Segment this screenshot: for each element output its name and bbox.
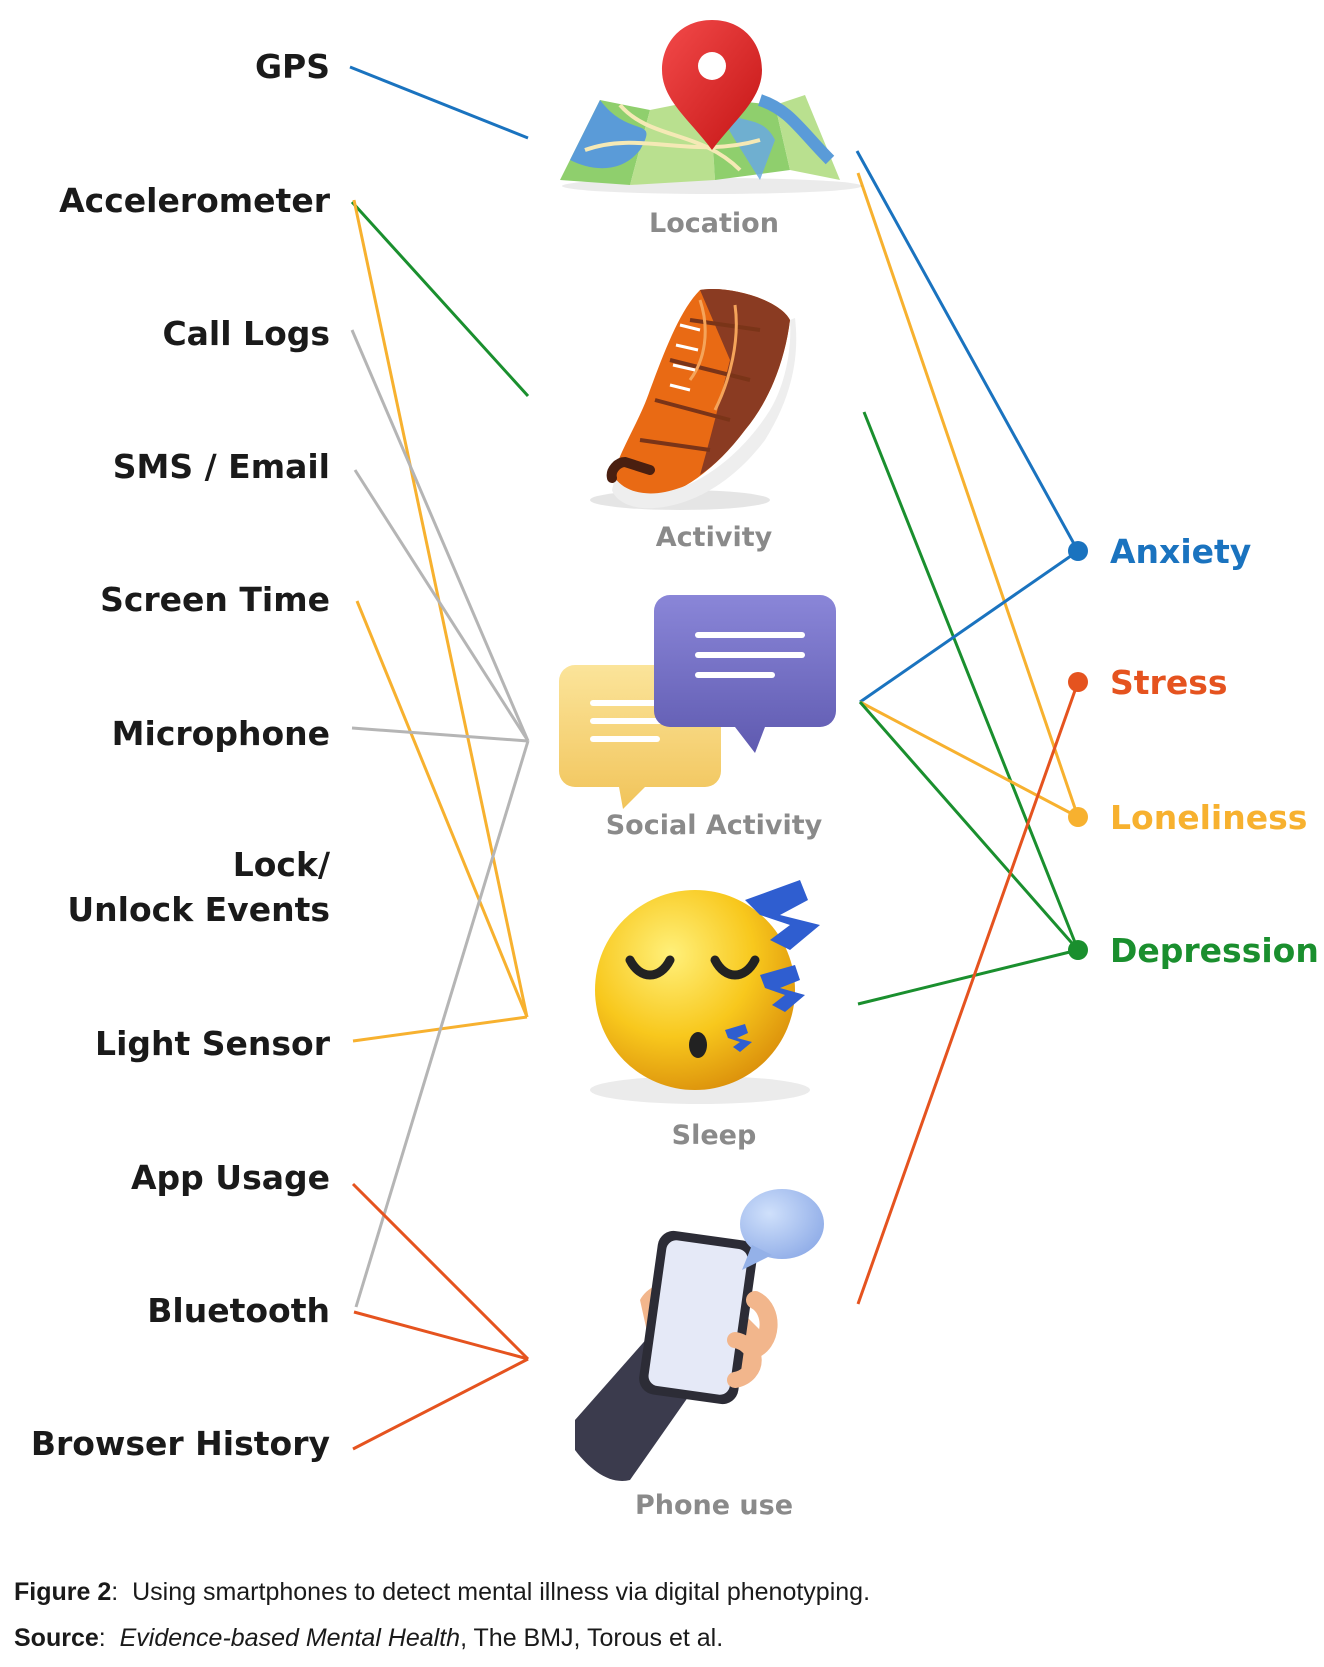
edge-accelerometer-activity (350, 200, 530, 398)
sensor-screen-time: Screen Time (100, 580, 330, 619)
figure-text: Using smartphones to detect mental illne… (132, 1578, 871, 1606)
edge-calllogs-social (350, 329, 530, 742)
running-shoe-icon (590, 289, 797, 510)
connector-lines (349, 65, 1080, 1451)
edge-activity-depression (862, 411, 1080, 951)
edge-screentime-sleep (355, 600, 529, 1018)
source-title: Evidence-based Mental Health (119, 1624, 461, 1652)
sleeping-face-icon (590, 880, 820, 1104)
sensor-microphone: Microphone (111, 714, 330, 753)
edge-location-loneliness (856, 172, 1080, 818)
edge-social-depression (858, 701, 1080, 951)
sensor-browser-history: Browser History (30, 1424, 330, 1463)
edge-appusage-phone (351, 1182, 530, 1361)
chat-bubbles-icon (559, 595, 836, 809)
sensor-light-sensor: Light Sensor (95, 1024, 330, 1063)
feature-label-location: Location (649, 208, 779, 239)
edge-microphone-social (351, 726, 529, 743)
stress-node (1068, 672, 1088, 692)
sensor-call-logs: Call Logs (162, 314, 330, 353)
edge-bluetooth-phone (353, 1310, 529, 1361)
map-pin-icon (560, 20, 862, 194)
figure-caption: Figure 2: Using smartphones to detect me… (14, 1578, 871, 1606)
hand-phone-icon (575, 1189, 824, 1481)
sensor-gps: GPS (254, 47, 330, 86)
feature-label-social: Social Activity (605, 810, 823, 841)
loneliness-node (1068, 807, 1088, 827)
sensor-sms-email: SMS / Email (112, 447, 330, 486)
source-caption: Source: Evidence-based Mental Health, Th… (14, 1624, 724, 1652)
feature-label-sleep: Sleep (671, 1120, 757, 1151)
source-label: Source (14, 1624, 99, 1652)
edge-location-anxiety (855, 150, 1080, 552)
edge-social-anxiety (859, 549, 1079, 704)
condition-stress: Stress (1110, 663, 1228, 702)
condition-anxiety: Anxiety (1110, 532, 1252, 571)
sensor-lock-unlock-line1: Lock/ (232, 845, 330, 884)
sensor-app-usage: App Usage (131, 1158, 330, 1197)
depression-node (1068, 940, 1088, 960)
edge-sleep-depression (857, 948, 1079, 1006)
edge-bluetooth-social (354, 740, 530, 1308)
sensor-lock-unlock-line2: Unlock Events (67, 890, 330, 929)
sensor-accelerometer: Accelerometer (59, 181, 330, 220)
condition-depression: Depression (1110, 931, 1319, 970)
feature-label-activity: Activity (655, 522, 773, 553)
edge-phone-stress (856, 681, 1080, 1305)
edge-accelerometer-sleep (352, 199, 529, 1018)
sensor-lock-unlock: Lock/ Unlock Events (67, 842, 330, 932)
source-rest: , The BMJ, Torous et al. (460, 1624, 724, 1652)
sensor-bluetooth: Bluetooth (147, 1291, 330, 1330)
edge-browser-phone (352, 1357, 529, 1451)
condition-loneliness: Loneliness (1110, 798, 1308, 837)
edge-gps-location (349, 65, 529, 140)
edge-social-loneliness (859, 700, 1079, 819)
feature-label-phone: Phone use (634, 1490, 794, 1521)
edge-sms-social (353, 469, 530, 742)
anxiety-node (1068, 541, 1088, 561)
figure-label: Figure 2 (14, 1578, 112, 1606)
